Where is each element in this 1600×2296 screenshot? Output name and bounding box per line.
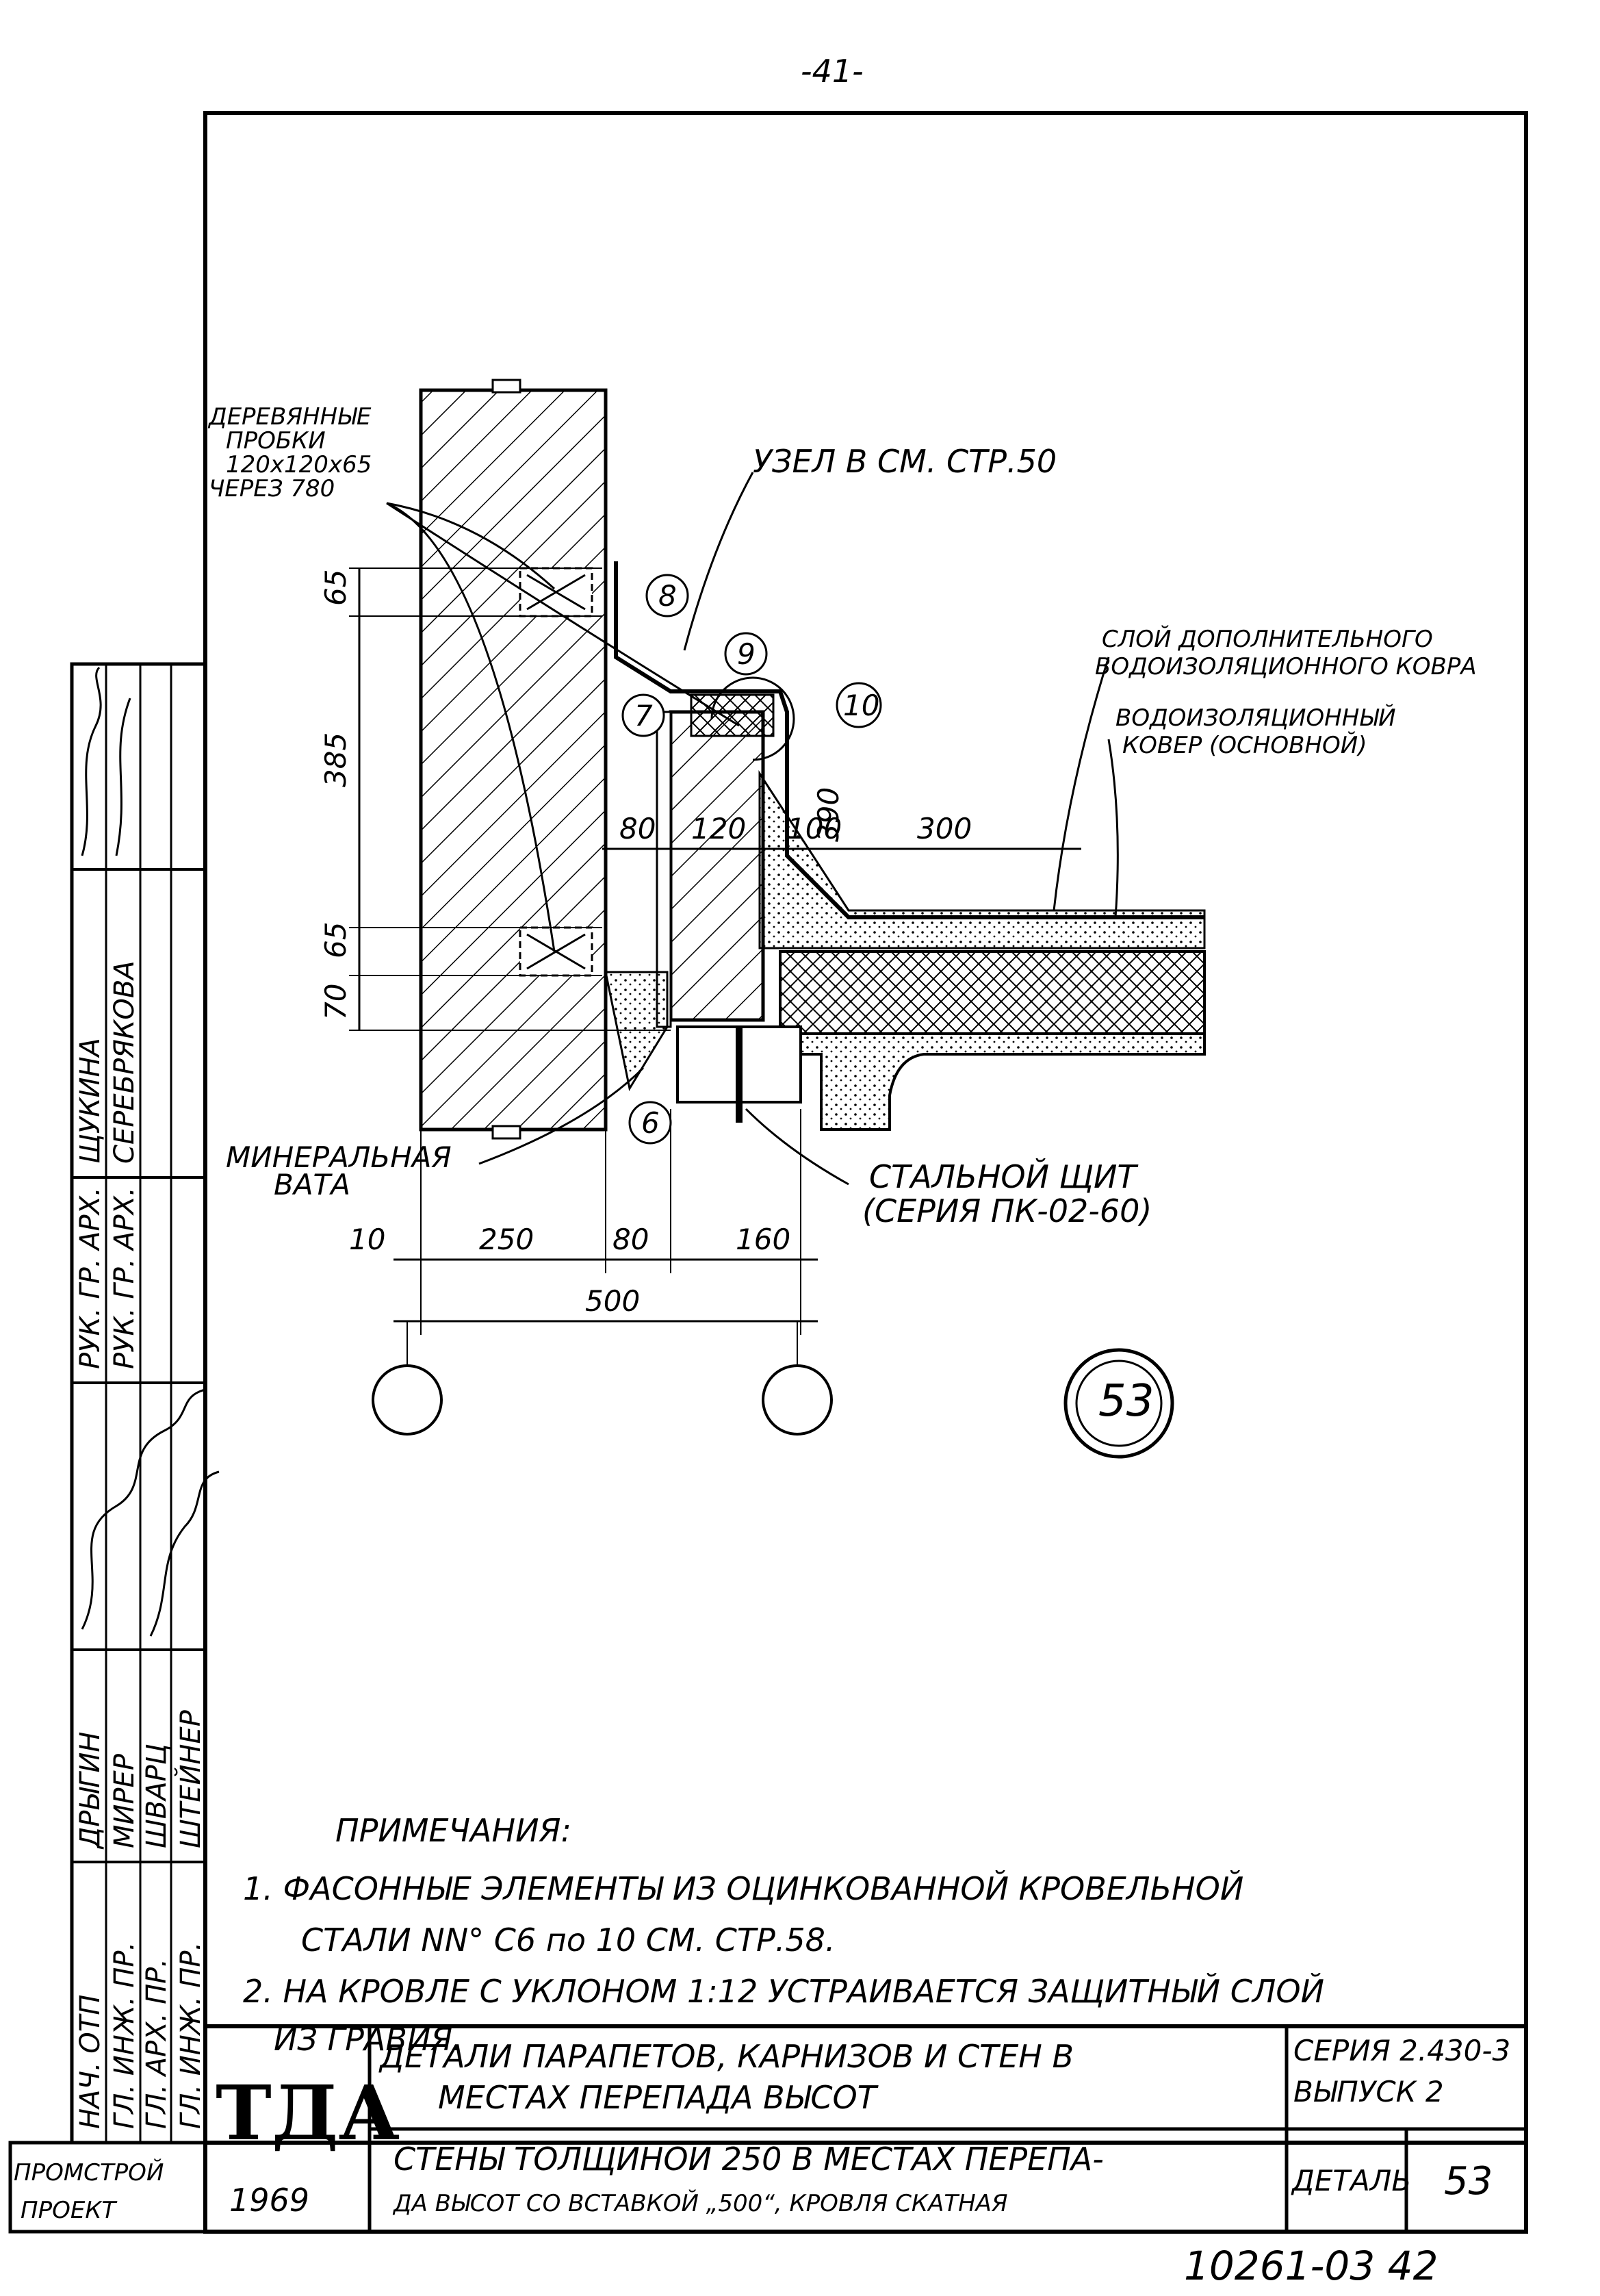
- dim-80-top: 80: [619, 812, 656, 845]
- drawing-labels: ДЕРЕВЯННЫЕ ПРОБКИ 120х120х65 ЧЕРЕЗ 780 У…: [207, 403, 1477, 1459]
- note-line-1: 1. ФАСОННЫЕ ЭЛЕМЕНТЫ ИЗ ОЦИНКОВАННОЙ КРО…: [243, 1870, 1243, 1907]
- page-number: -41-: [801, 53, 864, 90]
- name-4: ШТЕЙНЕР: [174, 1709, 207, 1848]
- mineral-wool-label-2: ВАТА: [274, 1168, 350, 1201]
- roof-insulation: [779, 950, 1206, 1035]
- name-5: ЩУКИНА: [75, 1038, 106, 1164]
- side-stamp: НАЧ. ОТП ГЛ. ИНЖ. ПР. ГЛ. АРХ. ПР. ГЛ. И…: [8, 662, 220, 2234]
- callout-10: 10: [843, 689, 879, 722]
- axis-marker-left: [372, 1364, 443, 1436]
- role-1: НАЧ. ОТП: [75, 1995, 106, 2129]
- subtitle-line-2: ДА ВЫСОТ СО ВСТАВКОЙ „500“, КРОВЛЯ СКАТН…: [392, 2189, 1008, 2217]
- steel-panel-label-2: (СЕРИЯ ПК-02-60): [862, 1192, 1152, 1229]
- insert-beam: [669, 710, 765, 1022]
- role-3: ГЛ. АРХ. ПР.: [141, 1959, 172, 2129]
- wood-plugs-label-4: ЧЕРЕЗ 780: [209, 475, 335, 502]
- signature-4: [149, 1470, 220, 1637]
- name-1: ДРЫГИН: [75, 1732, 106, 1850]
- role-6: РУК. ГР. АРХ.: [109, 1187, 140, 1369]
- dim-390: 390: [812, 787, 845, 842]
- callout-6: 6: [641, 1106, 660, 1140]
- notes: ПРИМЕЧАНИЯ: 1. ФАСОННЫЕ ЭЛЕМЕНТЫ ИЗ ОЦИН…: [243, 1812, 1324, 2058]
- title-block: ТДА 1969 ДЕТАЛИ ПАРАПЕТОВ, КАРНИЗОВ И СТ…: [203, 2024, 1528, 2234]
- tda-stamp: ТДА: [216, 2069, 400, 2157]
- role-2: ГЛ. ИНЖ. ПР.: [109, 1942, 140, 2129]
- dim-70: 70: [319, 984, 352, 1020]
- main-carpet-label-2: КОВЕР (ОСНОВНОЙ): [1122, 731, 1367, 759]
- main-carpet-label-1: ВОДОИЗОЛЯЦИОННЫЙ: [1115, 704, 1396, 732]
- dim-250: 250: [479, 1223, 534, 1256]
- signature-3: [81, 1388, 206, 1630]
- org-line-2: ПРОЕКТ: [21, 2197, 117, 2224]
- dim-120: 120: [691, 812, 746, 845]
- name-6: СЕРЕБРЯКОВА: [109, 960, 140, 1164]
- role-5: РУК. ГР. АРХ.: [75, 1187, 106, 1369]
- dim-385: 385: [319, 732, 352, 787]
- extra-carpet-label-1: СЛОЙ ДОПОЛНИТЕЛЬНОГО: [1102, 625, 1433, 653]
- series-line-2: ВЫПУСК 2: [1293, 2075, 1444, 2108]
- title-line-2: МЕСТАХ ПЕРЕПАДА ВЫСОТ: [438, 2079, 879, 2116]
- name-2: МИРЕР: [109, 1753, 140, 1848]
- year: 1969: [229, 2182, 309, 2219]
- callout-7: 7: [634, 699, 653, 732]
- dim-500: 500: [585, 1284, 640, 1318]
- note-line-2: СТАЛИ NN° С6 по 10 СМ. СТР.58.: [301, 1922, 836, 1959]
- detail-label: ДЕТАЛЬ: [1291, 2164, 1411, 2197]
- node-ref-label: УЗЕЛ В СМ. СТР.50: [753, 443, 1057, 480]
- detail-mark-inner: [1075, 1360, 1163, 1447]
- series-line-1: СЕРИЯ 2.430-3: [1293, 2034, 1510, 2067]
- roof-slab: [779, 1032, 1206, 1131]
- dim-80-bottom: 80: [612, 1223, 649, 1256]
- steel-panel-label-1: СТАЛЬНОЙ ЩИТ: [869, 1158, 1139, 1195]
- dim-65-top: 65: [319, 570, 352, 606]
- brick-wall: [419, 388, 608, 1132]
- role-4: ГЛ. ИНЖ. ПР.: [175, 1942, 207, 2129]
- org-line-1: ПРОМСТРОЙ: [14, 2158, 164, 2186]
- mineral-wool-label-1: МИНЕРАЛЬНАЯ: [226, 1140, 452, 1174]
- subtitle-line-1: СТЕНЫ ТОЛЩИНОЙ 250 В МЕСТАХ ПЕРЕПА-: [393, 2141, 1104, 2178]
- signature-1: [81, 666, 102, 856]
- dim-10: 10: [349, 1223, 385, 1256]
- dim-300: 300: [917, 812, 972, 845]
- title-line-1: ДЕТАЛИ ПАРАПЕТОВ, КАРНИЗОВ И СТЕН В: [378, 2038, 1074, 2075]
- archive-number: 10261-03 42: [1184, 2243, 1438, 2289]
- note-line-3: 2. НА КРОВЛЕ С УКЛОНОМ 1:12 УСТРАИВАЕТСЯ…: [243, 1973, 1324, 2010]
- section-drawing: [349, 379, 1206, 1436]
- dim-65-bottom: 65: [319, 922, 352, 958]
- detail-mark-number: 53: [1098, 1376, 1154, 1427]
- name-3: ШВАРЦ: [141, 1744, 172, 1848]
- screed: [758, 769, 1206, 949]
- signature-2: [115, 698, 131, 856]
- wood-plugs-label-3: 120х120х65: [226, 451, 372, 479]
- detail-value: 53: [1444, 2159, 1493, 2204]
- extra-carpet-label-2: ВОДОИЗОЛЯЦИОННОГО КОВРА: [1095, 653, 1477, 680]
- dim-100: 100: [787, 812, 842, 845]
- detail-mark-outer: [1063, 1348, 1174, 1459]
- callout-8: 8: [658, 579, 677, 613]
- dim-160: 160: [736, 1223, 790, 1256]
- axis-marker-right: [762, 1364, 833, 1436]
- callout-9: 9: [737, 637, 756, 671]
- wood-plugs-label-1: ДЕРЕВЯННЫЕ: [207, 403, 372, 431]
- wood-plugs-label-2: ПРОБКИ: [226, 427, 326, 455]
- notes-heading: ПРИМЕЧАНИЯ:: [335, 1812, 571, 1849]
